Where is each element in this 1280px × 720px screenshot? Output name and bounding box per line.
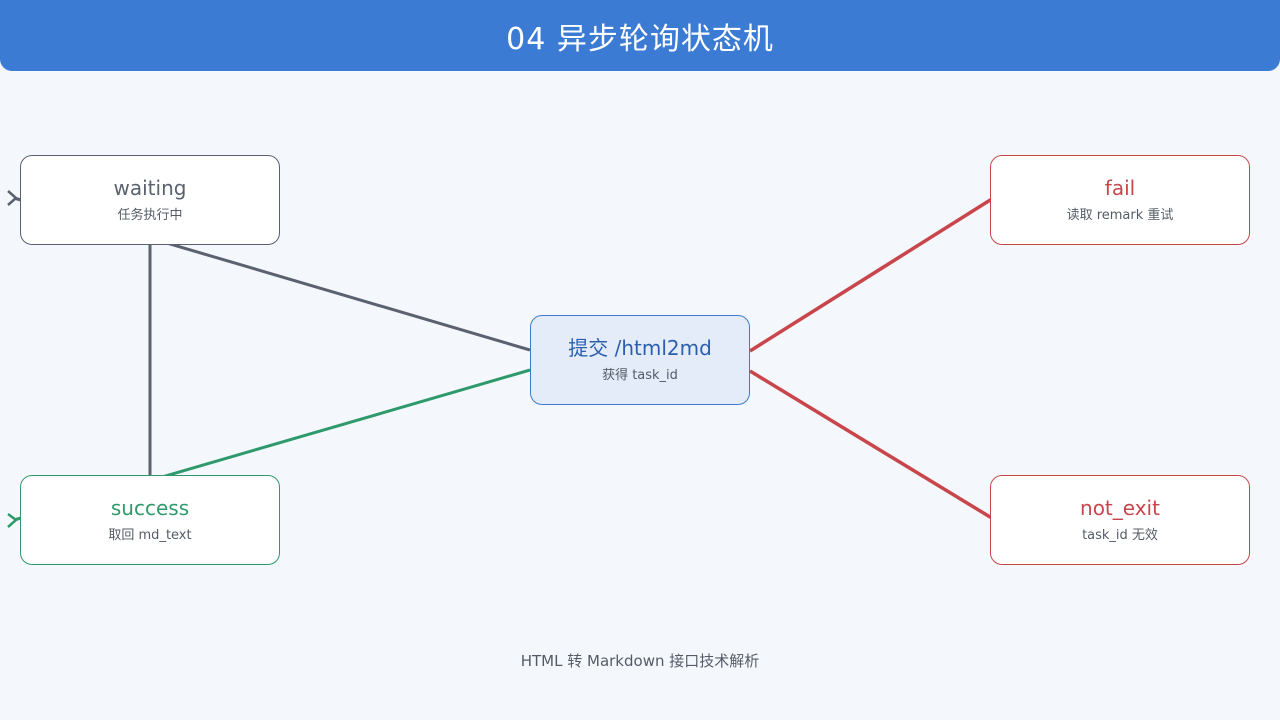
footer-caption: HTML 转 Markdown 接口技术解析: [520, 652, 760, 670]
state-not-exit-subtitle: task_id 无效: [1082, 528, 1158, 543]
state-submit-subtitle: 获得 task_id: [602, 368, 678, 383]
arrowhead-success: [7, 513, 18, 528]
state-fail: fail 读取 remark 重试: [990, 155, 1250, 245]
state-success-title: success: [110, 496, 190, 520]
state-submit: 提交 /html2md 获得 task_id: [530, 315, 750, 405]
state-waiting: waiting 任务执行中: [20, 155, 280, 245]
state-not-exit-title: not_exit: [1080, 496, 1160, 520]
arrowhead-waiting: [7, 190, 18, 206]
state-submit-title: 提交 /html2md: [568, 336, 712, 360]
edge-center-to-not-exit: [749, 369, 996, 522]
state-not-exit: not_exit task_id 无效: [990, 475, 1250, 565]
state-success-subtitle: 取回 md_text: [108, 528, 192, 543]
state-fail-subtitle: 读取 remark 重试: [1066, 208, 1174, 223]
state-waiting-title: waiting: [113, 176, 187, 200]
state-success: success 取回 md_text: [20, 475, 280, 565]
header-bar: 04 异步轮询状态机: [0, 0, 1280, 71]
state-waiting-subtitle: 任务执行中: [117, 208, 183, 223]
slide-title: 04 异步轮询状态机: [506, 21, 774, 57]
state-fail-title: fail: [1104, 176, 1136, 200]
edge-center-to-fail: [749, 195, 996, 353]
